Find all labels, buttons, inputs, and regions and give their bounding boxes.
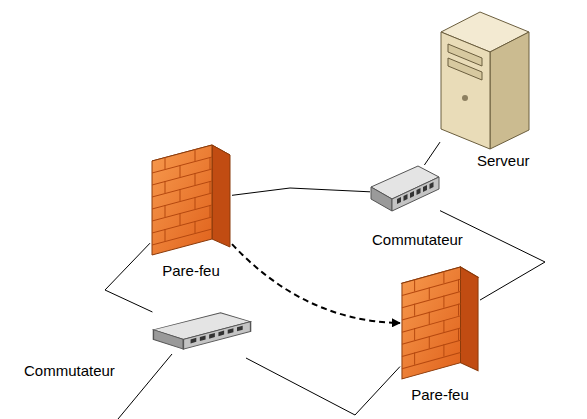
switch-node: Commutateur bbox=[370, 165, 440, 222]
switch-icon bbox=[152, 312, 252, 358]
switch-node: Commutateur bbox=[152, 312, 252, 358]
network-cable bbox=[118, 354, 172, 419]
firewall-icon bbox=[150, 143, 232, 258]
network-link bbox=[105, 243, 152, 312]
network-link bbox=[424, 142, 440, 165]
failover-arrow bbox=[232, 244, 400, 323]
node-label: Commutateur bbox=[370, 231, 465, 248]
network-link bbox=[246, 358, 400, 415]
node-label: Pare-feu bbox=[409, 386, 471, 403]
switch-icon bbox=[370, 165, 440, 222]
server-icon bbox=[440, 2, 530, 150]
node-label: Commutateur bbox=[22, 362, 117, 379]
firewall-node: Pare-feu bbox=[400, 265, 480, 382]
firewall-icon bbox=[400, 265, 480, 382]
node-label: Pare-feu bbox=[160, 262, 222, 279]
firewall-node: Pare-feu bbox=[150, 143, 232, 258]
server-node: Serveur bbox=[440, 2, 530, 150]
network-link bbox=[232, 188, 370, 195]
node-label: Serveur bbox=[475, 152, 532, 169]
